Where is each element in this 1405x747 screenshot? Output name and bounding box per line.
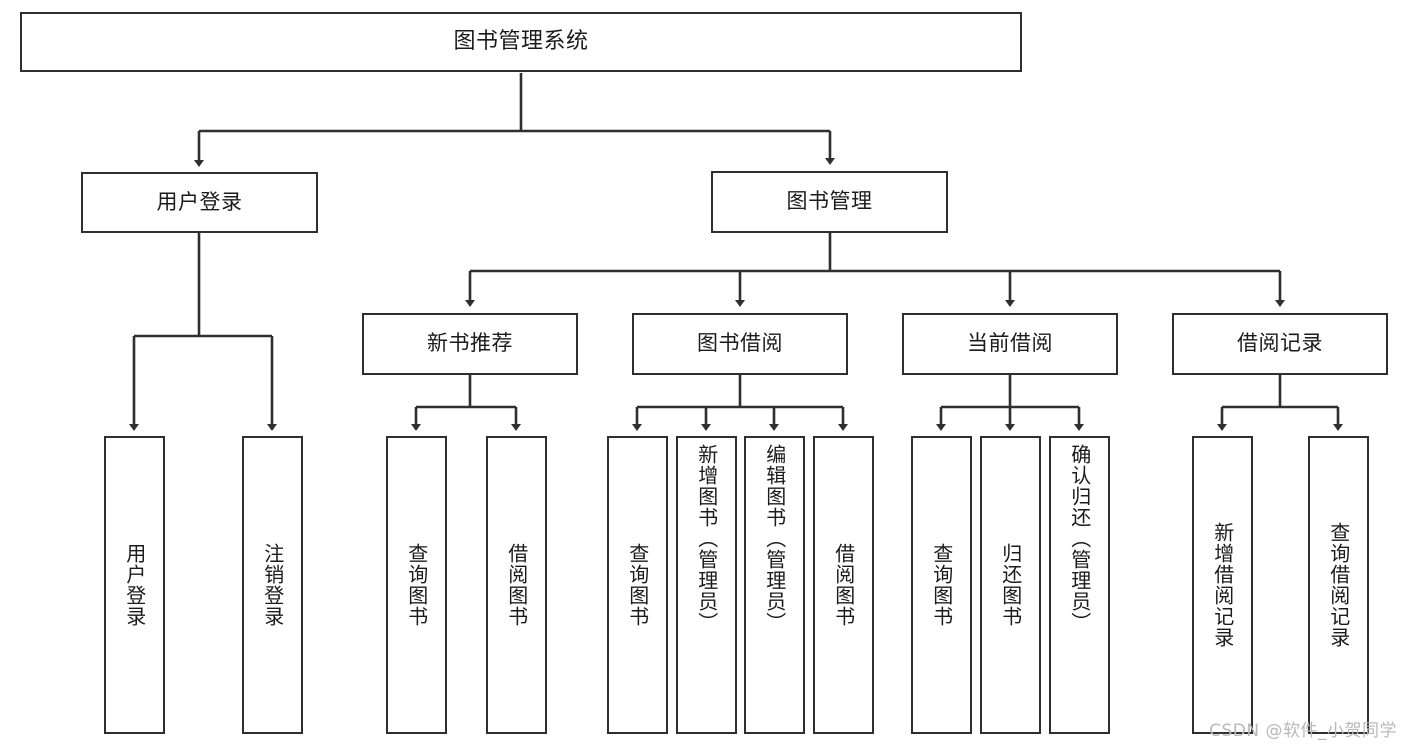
leaf-edit-book[interactable]: 编辑图书（管理员） xyxy=(744,436,805,734)
node-root[interactable]: 图书管理系统 xyxy=(20,12,1022,72)
node-new-book-recommend[interactable]: 新书推荐 xyxy=(362,313,578,375)
node-book-manage-label: 图书管理 xyxy=(786,189,873,214)
leaf-query-book-recommend-label: 查询图书 xyxy=(404,543,429,627)
node-book-borrow-label: 图书借阅 xyxy=(697,331,783,356)
leaf-query-book-borrow[interactable]: 查询图书 xyxy=(607,436,668,734)
leaf-return-book[interactable]: 归还图书 xyxy=(980,436,1041,734)
leaf-add-borrow-record[interactable]: 新增借阅记录 xyxy=(1192,436,1253,734)
node-current-borrow-label: 当前借阅 xyxy=(967,331,1053,356)
leaf-add-book-label: 新增图书（管理员） xyxy=(694,444,719,633)
leaf-confirm-return-label: 确认归还（管理员） xyxy=(1067,444,1092,633)
node-borrow-record[interactable]: 借阅记录 xyxy=(1172,313,1388,375)
node-root-label: 图书管理系统 xyxy=(453,28,589,54)
node-borrow-record-label: 借阅记录 xyxy=(1237,331,1323,356)
leaf-logout-login[interactable]: 注销登录 xyxy=(242,436,303,734)
node-book-manage[interactable]: 图书管理 xyxy=(711,171,948,233)
node-user-login[interactable]: 用户登录 xyxy=(81,172,318,233)
leaf-return-book-label: 归还图书 xyxy=(998,543,1023,627)
leaf-query-borrow-record-label: 查询借阅记录 xyxy=(1326,522,1351,648)
leaf-borrow-book-borrow[interactable]: 借阅图书 xyxy=(813,436,874,734)
leaf-add-borrow-record-label: 新增借阅记录 xyxy=(1210,522,1235,648)
leaf-edit-book-label: 编辑图书（管理员） xyxy=(762,444,787,633)
leaf-add-book[interactable]: 新增图书（管理员） xyxy=(676,436,737,734)
node-current-borrow[interactable]: 当前借阅 xyxy=(902,313,1118,375)
leaf-query-book-borrow-label: 查询图书 xyxy=(625,543,650,627)
csdn-watermark: CSDN @软件_小贺同学 xyxy=(1209,721,1397,741)
node-new-book-recommend-label: 新书推荐 xyxy=(427,331,513,356)
leaf-borrow-book-recommend-label: 借阅图书 xyxy=(504,543,529,627)
node-book-borrow[interactable]: 图书借阅 xyxy=(632,313,848,375)
leaf-query-book-current-label: 查询图书 xyxy=(929,543,954,627)
leaf-query-borrow-record[interactable]: 查询借阅记录 xyxy=(1308,436,1369,734)
leaf-user-login-label: 用户登录 xyxy=(122,543,147,627)
leaf-logout-login-label: 注销登录 xyxy=(260,543,285,627)
leaf-borrow-book-borrow-label: 借阅图书 xyxy=(831,543,856,627)
leaf-query-book-current[interactable]: 查询图书 xyxy=(911,436,972,734)
node-user-login-label: 用户登录 xyxy=(156,189,243,214)
leaf-query-book-recommend[interactable]: 查询图书 xyxy=(386,436,447,734)
leaf-borrow-book-recommend[interactable]: 借阅图书 xyxy=(486,436,547,734)
leaf-user-login[interactable]: 用户登录 xyxy=(104,436,165,734)
leaf-confirm-return[interactable]: 确认归还（管理员） xyxy=(1049,436,1110,734)
